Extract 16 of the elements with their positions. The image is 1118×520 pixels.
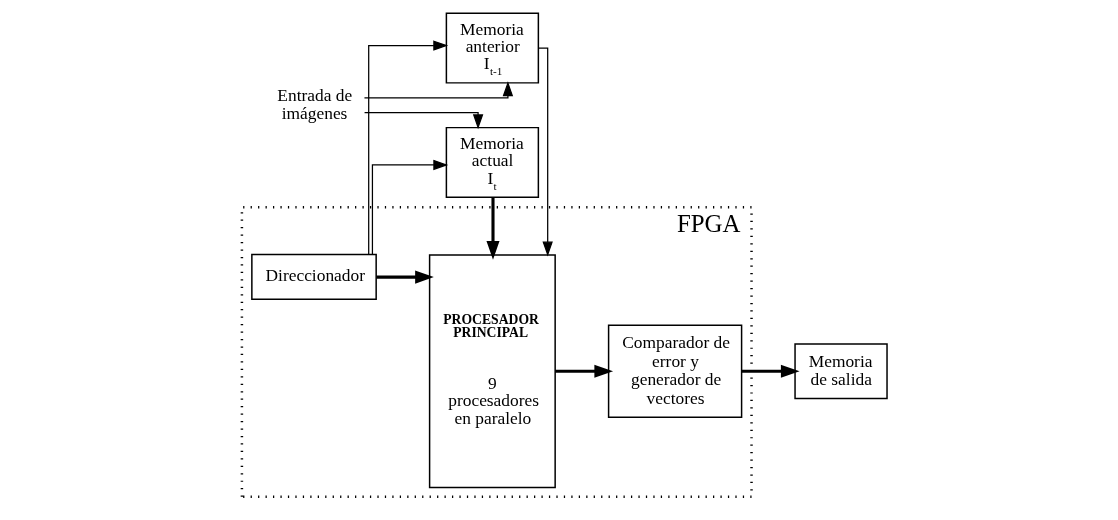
arrow — [371, 159, 448, 255]
arrow — [741, 364, 800, 378]
arrow — [363, 112, 483, 130]
arrow — [375, 270, 434, 284]
arrow — [363, 81, 513, 99]
arrow — [537, 47, 553, 257]
node-text: Entrada de imágenes — [276, 84, 352, 124]
node-box: Memoria actual I$_{t}$ — [445, 126, 539, 198]
node-box: Direccionador — [250, 253, 377, 300]
node-box: Comparador de error y generador de vectores — [607, 324, 742, 418]
node-box: Memoria anterior I$_{t-1}$ — [445, 12, 539, 84]
arrow — [485, 197, 500, 260]
node-box: Memoria de salida — [793, 343, 888, 400]
arrow — [367, 40, 448, 255]
arrow — [554, 364, 613, 378]
node-box: PROCESADOR PRINCIPAL 9 procesadores en paralelo — [428, 254, 556, 489]
